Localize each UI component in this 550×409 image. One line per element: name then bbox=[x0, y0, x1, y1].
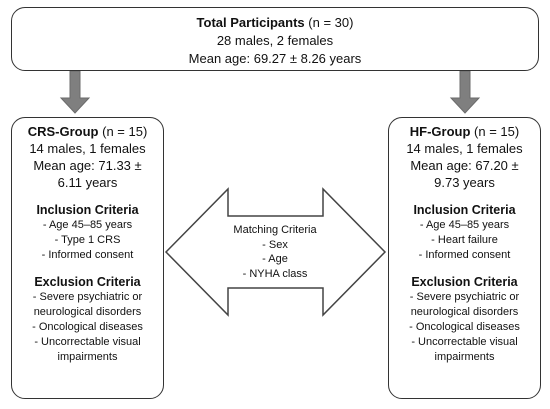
crs-inclusion-title: Inclusion Criteria bbox=[36, 203, 139, 217]
crs-group-count: (n = 15) bbox=[102, 124, 148, 139]
crs-group-box: CRS-Group (n = 15) 14 males, 1 females M… bbox=[11, 117, 164, 399]
crs-exclusion-item: impairments bbox=[57, 351, 118, 363]
matching-double-arrow bbox=[164, 187, 387, 317]
total-participants-sex: 28 males, 2 females bbox=[216, 33, 334, 48]
hf-exclusion-item: - Uncorrectable visual bbox=[411, 336, 518, 348]
matching-criteria-title: Matching Criteria bbox=[233, 224, 317, 236]
crs-group-age-line1: Mean age: 71.33 ± bbox=[33, 158, 142, 173]
crs-exclusion-item: - Oncological diseases bbox=[32, 321, 143, 333]
hf-group-age-line1: Mean age: 67.20 ± bbox=[410, 158, 519, 173]
total-participants-heading: Total Participants (n = 30) bbox=[12, 14, 538, 32]
hf-group-age-line2: 9.73 years bbox=[434, 175, 495, 190]
hf-exclusion-item: - Oncological diseases bbox=[409, 321, 520, 333]
down-arrow-right bbox=[449, 70, 481, 114]
crs-inclusion-item: - Type 1 CRS bbox=[54, 234, 121, 246]
crs-inclusion-item: - Age 45–85 years bbox=[42, 219, 133, 231]
crs-exclusion-item: neurological disorders bbox=[33, 306, 142, 318]
matching-criteria-item: - Age bbox=[262, 253, 288, 265]
hf-exclusion-item: impairments bbox=[434, 351, 495, 363]
hf-inclusion-item: - Informed consent bbox=[418, 249, 511, 261]
hf-exclusion-item: - Severe psychiatric or bbox=[409, 291, 520, 303]
crs-inclusion-item: - Informed consent bbox=[41, 249, 134, 261]
hf-group-heading: HF-Group (n = 15) bbox=[389, 123, 540, 140]
hf-group-count: (n = 15) bbox=[474, 124, 520, 139]
matching-criteria-item: - NYHA class bbox=[242, 267, 308, 280]
hf-group-box: HF-Group (n = 15) 14 males, 1 females Me… bbox=[388, 117, 541, 399]
matching-criteria-item: - Sex bbox=[262, 238, 288, 251]
crs-group-sex: 14 males, 1 females bbox=[29, 141, 146, 156]
crs-group-title: CRS-Group bbox=[27, 124, 99, 139]
hf-group-sex: 14 males, 1 females bbox=[406, 141, 523, 156]
total-participants-title: Total Participants bbox=[196, 15, 305, 30]
hf-group-title: HF-Group bbox=[409, 124, 471, 139]
total-participants-count: (n = 30) bbox=[308, 15, 354, 30]
crs-exclusion-item: - Severe psychiatric or bbox=[32, 291, 143, 303]
hf-exclusion-item: neurological disorders bbox=[410, 306, 519, 318]
hf-inclusion-item: - Age 45–85 years bbox=[419, 219, 510, 231]
crs-group-heading: CRS-Group (n = 15) bbox=[12, 123, 163, 140]
matching-criteria: Matching Criteria - Sex - Age - NYHA cla… bbox=[195, 223, 355, 281]
hf-inclusion-item: - Heart failure bbox=[431, 234, 498, 246]
total-participants-box: Total Participants (n = 30) 28 males, 2 … bbox=[11, 7, 539, 71]
crs-group-age-line2: 6.11 years bbox=[57, 175, 118, 190]
total-participants-age: Mean age: 69.27 ± 8.26 years bbox=[188, 51, 362, 66]
down-arrow-left bbox=[59, 70, 91, 114]
hf-exclusion-title: Exclusion Criteria bbox=[411, 275, 518, 289]
hf-inclusion-title: Inclusion Criteria bbox=[413, 203, 516, 217]
crs-exclusion-title: Exclusion Criteria bbox=[34, 275, 141, 289]
crs-exclusion-item: - Uncorrectable visual bbox=[34, 336, 141, 348]
